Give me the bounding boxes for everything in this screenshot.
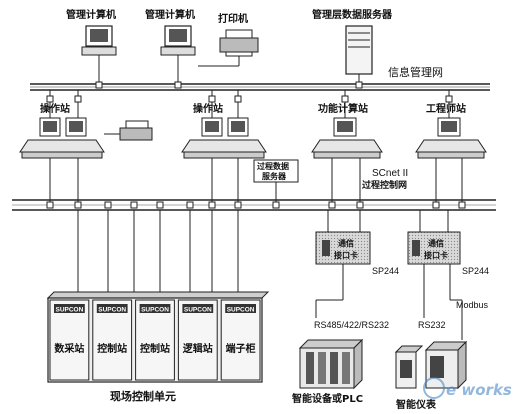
engineer-station-label: 工程师站 xyxy=(426,102,466,115)
cabinet-brand-label: SUPCON xyxy=(98,307,126,314)
control-network-bus xyxy=(12,199,496,211)
cabinet-body xyxy=(49,299,90,381)
cabinet-name-label: 逻辑站 xyxy=(183,342,213,355)
comm-card-2-label-2: 接口卡 xyxy=(424,250,448,260)
cabinet-unit: SUPCON 控制站 xyxy=(135,299,175,381)
field-control-unit-caption: 现场控制单元 xyxy=(110,389,176,403)
comm-card-2-label-1: 通信 xyxy=(428,238,444,248)
watermark-text: e works xyxy=(446,381,512,399)
cabinet-brand-label: SUPCON xyxy=(227,307,255,314)
management-pc-1 xyxy=(81,25,117,89)
cabinet-unit: SUPCON 数采站 xyxy=(49,299,90,381)
comm-card-2-model: SP244 xyxy=(462,266,489,276)
cabinet-brand-label: SUPCON xyxy=(184,307,212,314)
operator-station-1-label: 操作站 xyxy=(40,102,70,115)
engineer-station xyxy=(415,90,487,202)
comm-card-1 xyxy=(315,210,371,318)
management-pc-1-label: 管理计算机 xyxy=(66,8,116,21)
cabinet-body xyxy=(135,299,175,381)
printer-icon xyxy=(198,29,259,67)
station-printer-icon xyxy=(104,120,153,141)
management-pc-2 xyxy=(160,25,196,89)
cabinet-name-label: 控制站 xyxy=(140,342,170,355)
data-server-label: 管理层数据服务器 xyxy=(312,8,393,21)
control-network-label-1: SCnet II xyxy=(372,168,408,179)
cabinet-brand-badge xyxy=(225,304,256,313)
smart-meter-label: 智能仪表 xyxy=(396,398,437,411)
comm-card-1-model: SP244 xyxy=(372,266,399,276)
cabinet-links xyxy=(77,210,239,298)
comm-card-1-label-1: 通信 xyxy=(338,238,354,248)
operator-station-2-label: 操作站 xyxy=(193,102,223,115)
cabinet-brand-badge xyxy=(96,304,128,313)
cabinet-units: SUPCON数采站SUPCON控制站SUPCON控制站SUPCON逻辑站SUPC… xyxy=(49,299,261,381)
cabinet-unit: SUPCON 端子柜 xyxy=(220,299,261,381)
cabinet-body xyxy=(220,299,261,381)
control-network-label-2: 过程控制网 xyxy=(362,179,407,191)
smart-meter-icon xyxy=(394,340,468,390)
data-server-icon xyxy=(345,25,373,89)
process-data-server xyxy=(253,159,299,202)
cabinet-name-label: 数采站 xyxy=(54,342,84,355)
function-computer-station xyxy=(311,90,383,202)
function-computer-station-label: 功能计算站 xyxy=(318,102,368,115)
eworks-watermark-logo: e works xyxy=(423,377,512,399)
protocol-rs232-label: RS232 xyxy=(418,320,446,330)
cabinet-unit: SUPCON 逻辑站 xyxy=(177,299,218,381)
cabinet-unit: SUPCON 控制站 xyxy=(92,299,133,381)
protocol-rs485-label: RS485/422/RS232 xyxy=(314,320,389,330)
comm-card-2 xyxy=(407,210,463,340)
info-network-bus xyxy=(30,83,490,91)
operator-station-2 xyxy=(181,90,267,202)
cabinet-brand-badge xyxy=(54,304,85,313)
process-data-server-label-1: 过程数据 xyxy=(257,161,289,171)
cabinet-brand-label: SUPCON xyxy=(141,307,169,314)
cabinet-body xyxy=(177,299,218,381)
cabinet-name-label: 端子柜 xyxy=(226,342,256,355)
cabinet-body xyxy=(92,299,133,381)
cabinet-brand-label: SUPCON xyxy=(55,307,83,314)
smart-device-plc-icon xyxy=(298,338,364,390)
protocol-modbus-label: Modbus xyxy=(456,300,489,310)
cabinet-name-label: 控制站 xyxy=(97,342,127,355)
bus-connectors xyxy=(46,201,466,209)
comm-card-1-label-2: 接口卡 xyxy=(334,250,358,260)
process-data-server-label-2: 服务器 xyxy=(262,171,287,181)
smart-device-plc-label: 智能设备或PLC xyxy=(292,392,363,405)
management-pc-2-label: 管理计算机 xyxy=(145,8,195,21)
operator-station-1 xyxy=(19,90,105,202)
info-network-label: 信息管理网 xyxy=(388,65,443,79)
cabinet-brand-badge xyxy=(139,304,171,313)
cabinet-brand-badge xyxy=(182,304,214,313)
printer-label: 打印机 xyxy=(218,12,248,25)
